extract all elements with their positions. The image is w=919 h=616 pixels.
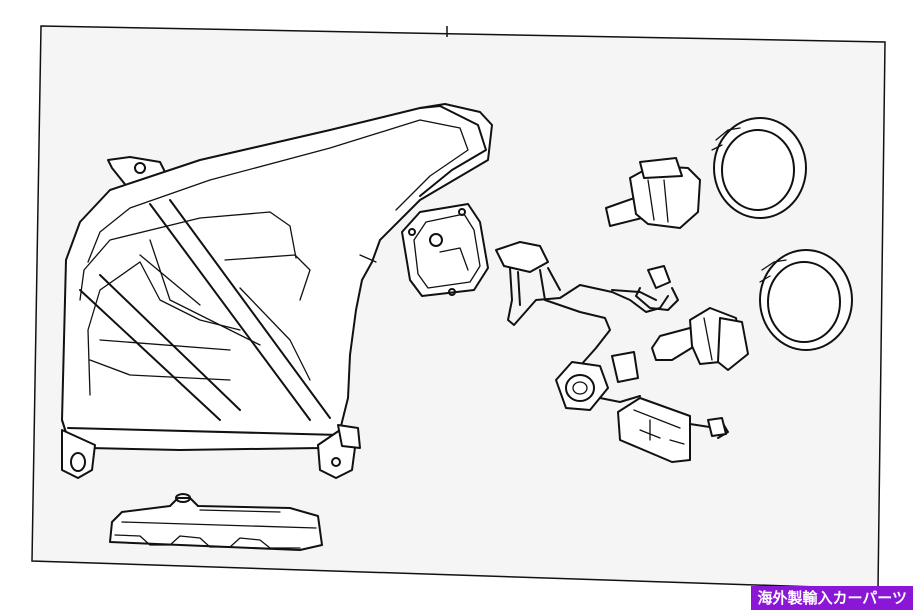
wiring-harness <box>495 241 679 367</box>
headlamp-assembly <box>61 103 493 479</box>
control-board <box>555 351 729 463</box>
led-module <box>401 203 489 297</box>
halogen-bulb <box>651 307 749 371</box>
bulb-cap-lower <box>759 249 853 351</box>
bulb-cap-upper <box>711 117 807 219</box>
watermark-badge: 海外製輸入カーパーツ <box>751 586 913 610</box>
lower-bracket <box>109 493 323 551</box>
hid-bulb <box>605 157 701 229</box>
